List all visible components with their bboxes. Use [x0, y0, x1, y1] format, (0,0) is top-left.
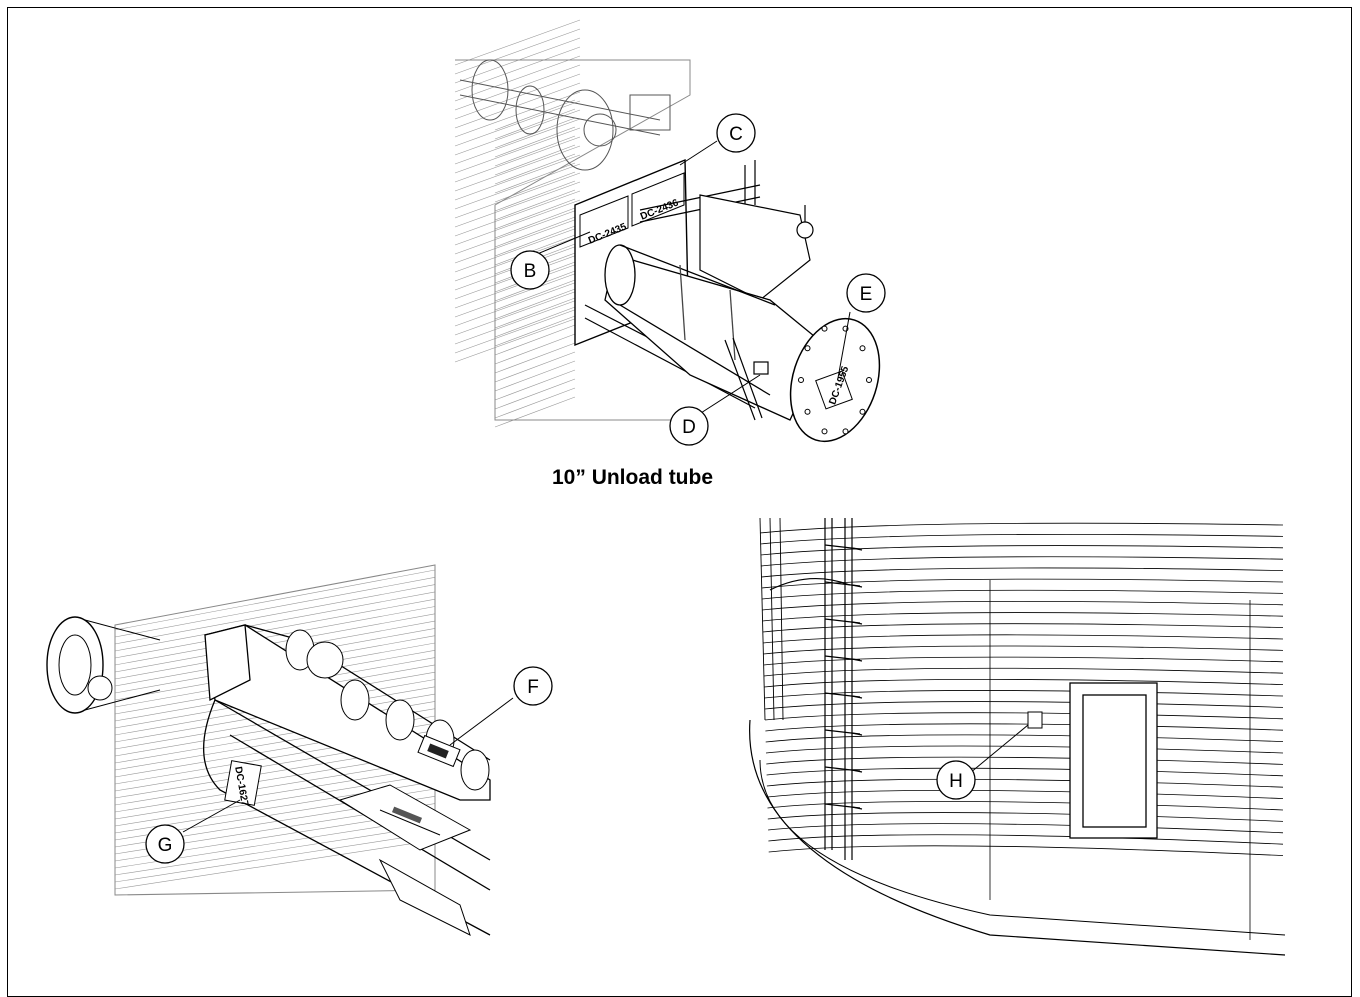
bin-side-door	[1069, 682, 1158, 839]
bin-sidewall-rings	[759, 522, 1284, 856]
figure-caption: 10” Unload tube	[552, 466, 714, 489]
left-flange	[46, 616, 161, 714]
decal-dc-1955: DC-1955	[815, 364, 853, 410]
decal-dc-1627: DC-1627	[224, 760, 262, 807]
bin-illustration	[749, 517, 1286, 956]
callout-g: G	[145, 824, 185, 864]
auger-flighting	[285, 629, 490, 791]
callout-f: F	[513, 666, 553, 706]
callout-b: B	[510, 250, 550, 290]
unload-tube-body	[604, 244, 826, 421]
trough-lower-panel	[338, 784, 472, 936]
svg-text:H: H	[949, 771, 963, 792]
bin-ladder	[759, 517, 863, 860]
slide-gate-handle	[724, 337, 769, 421]
svg-text:F: F	[527, 677, 539, 698]
bin-seams	[989, 580, 1251, 940]
top-corrugated-wall	[454, 19, 581, 428]
leader-lines-bottom-left	[182, 697, 514, 833]
background-auger	[459, 59, 671, 171]
bin-base	[749, 719, 1286, 956]
svg-text:G: G	[158, 835, 173, 856]
leader-line-h	[969, 724, 1029, 774]
callout-e: E	[846, 273, 886, 313]
svg-text:C: C	[729, 124, 743, 145]
decal-h	[1027, 711, 1043, 729]
callout-c: C	[716, 113, 756, 153]
callout-d: D	[669, 406, 709, 446]
callout-h: H	[936, 760, 976, 800]
svg-text:D: D	[682, 417, 696, 438]
bl-wall-outline	[114, 564, 436, 896]
top-wall-outline	[455, 59, 691, 421]
svg-text:E: E	[860, 284, 873, 305]
decal-f	[417, 734, 461, 768]
svg-text:B: B	[524, 261, 537, 282]
decal-dc-2436: DC-2436	[631, 172, 685, 227]
unload-tube-illustration: DC-2435 DC-2436	[454, 19, 881, 443]
auger-trough-illustration: DC-1627	[46, 564, 491, 936]
